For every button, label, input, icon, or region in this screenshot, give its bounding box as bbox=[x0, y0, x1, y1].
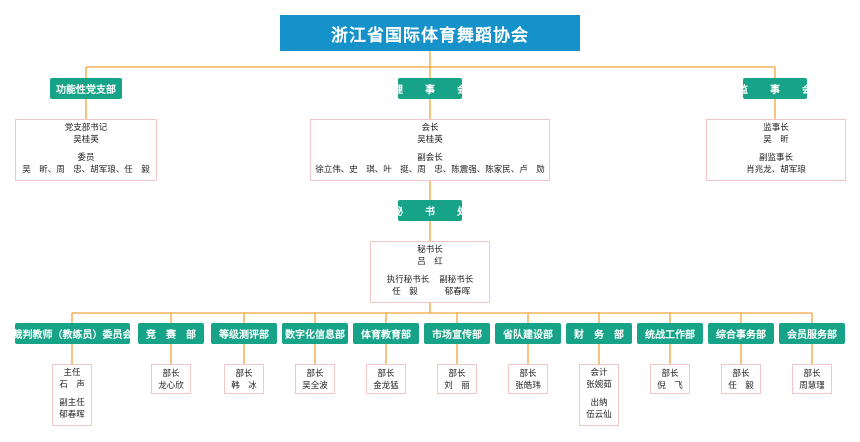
dept-node: 财 务 部 bbox=[566, 323, 632, 344]
info-line: 副主任 bbox=[59, 398, 85, 408]
dept-info: 部长 吴全波 bbox=[295, 364, 335, 394]
info-line: 执行秘书长 bbox=[386, 275, 430, 285]
info-line: 伍云仙 bbox=[586, 410, 612, 420]
info-line: 吴桂英 bbox=[417, 135, 443, 145]
info-line: 部长 bbox=[306, 369, 324, 379]
info-line: 副会长 bbox=[417, 153, 443, 163]
info-line: 吴 昕 bbox=[763, 135, 789, 145]
info-line: 出纳 bbox=[590, 398, 608, 408]
info-line: 部长 bbox=[235, 369, 253, 379]
info-line: 石 声 bbox=[59, 380, 85, 390]
dept-node: 体育教育部 bbox=[353, 323, 419, 344]
node-party-branch: 功能性党支部 bbox=[50, 78, 122, 99]
dept-node: 竞 赛 部 bbox=[138, 323, 204, 344]
dept-info: 部长 龙心欣 bbox=[151, 364, 191, 394]
dept-node: 等级测评部 bbox=[211, 323, 277, 344]
dept-node: 统战工作部 bbox=[637, 323, 703, 344]
dept-info: 主任 石 声 副主任 郁春晖 bbox=[52, 364, 92, 426]
info-line: 韩 冰 bbox=[231, 381, 257, 391]
dept-node: 会员服务部 bbox=[779, 323, 845, 344]
info-line: 龙心欣 bbox=[158, 381, 184, 391]
dept-info: 部长 任 毅 bbox=[721, 364, 761, 394]
info-line: 部长 bbox=[803, 369, 821, 379]
info-line: 部长 bbox=[448, 369, 466, 379]
info-line: 周慧瑾 bbox=[799, 381, 825, 391]
dept-node: 裁判教师（教练员）委员会 bbox=[13, 323, 133, 344]
dept-node: 市场宣传部 bbox=[424, 323, 490, 344]
info-line: 副秘书长 bbox=[439, 275, 474, 285]
info-line: 会长 bbox=[421, 123, 439, 133]
info-line: 金龙猛 bbox=[373, 381, 399, 391]
node-council: 理 事 会 bbox=[393, 78, 467, 99]
info-line: 部长 bbox=[519, 369, 537, 379]
dept-info: 部长 倪 飞 bbox=[650, 364, 690, 394]
info-line: 秘书长 bbox=[417, 245, 443, 255]
info-line: 任 毅 bbox=[728, 381, 754, 391]
info-party-branch: 党支部书记 吴桂英 委员 吴 昕、周 忠、胡军琅、任 毅 bbox=[15, 119, 157, 181]
info-line: 倪 飞 bbox=[657, 381, 683, 391]
info-line: 党支部书记 bbox=[64, 123, 108, 133]
info-line: 任 毅 bbox=[392, 287, 418, 297]
info-line: 郁春晖 bbox=[59, 410, 85, 420]
dept-info: 部长 韩 冰 bbox=[224, 364, 264, 394]
info-line: 部长 bbox=[661, 369, 679, 379]
info-council: 会长 吴桂英 副会长 徐立伟、史 琪、叶 挺、周 忠、陈震强、陈家民、卢 勋 bbox=[310, 119, 550, 181]
org-title: 浙江省国际体育舞蹈协会 bbox=[280, 15, 580, 51]
info-line: 副监事长 bbox=[758, 153, 793, 163]
dept-info: 部长 金龙猛 bbox=[366, 364, 406, 394]
dept-node: 数字化信息部 bbox=[282, 323, 348, 344]
info-line: 主任 bbox=[63, 368, 81, 378]
info-line: 张婉茹 bbox=[586, 380, 612, 390]
info-line: 委员 bbox=[77, 153, 95, 163]
info-line: 徐立伟、史 琪、叶 挺、周 忠、陈震强、陈家民、卢 勋 bbox=[315, 165, 545, 175]
info-line: 吴 昕、周 忠、胡军琅、任 毅 bbox=[22, 165, 150, 175]
info-line: 吕 红 bbox=[417, 257, 443, 267]
info-line: 张皓玮 bbox=[515, 381, 541, 391]
info-supervisors: 监事长 吴 昕 副监事长 肖兆龙、胡军琅 bbox=[706, 119, 846, 181]
info-line: 郁春晖 bbox=[444, 287, 471, 297]
info-line: 监事长 bbox=[763, 123, 789, 133]
info-line: 部长 bbox=[162, 369, 180, 379]
info-line: 部长 bbox=[732, 369, 750, 379]
dept-node: 省队建设部 bbox=[495, 323, 561, 344]
dept-info: 部长 周慧瑾 bbox=[792, 364, 832, 394]
node-secretariat: 秘 书 处 bbox=[393, 200, 467, 221]
dept-info: 部长 刘 丽 bbox=[437, 364, 477, 394]
info-line: 部长 bbox=[377, 369, 395, 379]
info-line: 吴桂英 bbox=[73, 135, 99, 145]
info-line: 吴全波 bbox=[302, 381, 328, 391]
dept-info: 部长 张皓玮 bbox=[508, 364, 548, 394]
info-line: 刘 丽 bbox=[444, 381, 470, 391]
info-line: 肖兆龙、胡军琅 bbox=[746, 165, 806, 175]
dept-info: 会计 张婉茹 出纳 伍云仙 bbox=[579, 364, 619, 426]
info-line: 会计 bbox=[590, 368, 608, 378]
info-secretariat: 秘书长 吕 红 执行秘书长 副秘书长 任 毅 郁春晖 bbox=[370, 241, 490, 303]
dept-node: 综合事务部 bbox=[708, 323, 774, 344]
node-supervisors: 监 事 会 bbox=[738, 78, 812, 99]
